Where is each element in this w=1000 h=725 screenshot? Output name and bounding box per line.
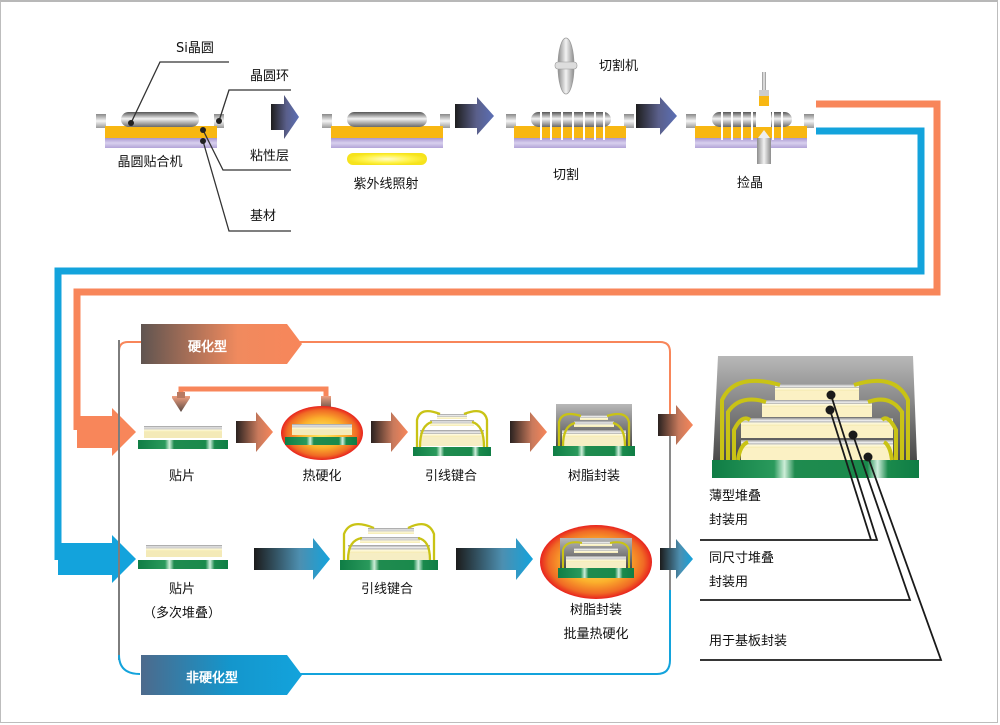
non-curing-step-label: 引线键合 — [360, 582, 414, 597]
non-curing-group-outline — [118, 590, 671, 675]
arrow-right-icon — [236, 412, 273, 452]
arrow-right-icon — [636, 97, 677, 135]
curing-step-label: 热硬化 — [302, 469, 342, 484]
non-curing-type-tag — [141, 655, 302, 695]
curing-step-label: 树脂封装 — [567, 469, 621, 484]
callout-dot — [826, 390, 836, 400]
die-pickup-illustration — [686, 72, 814, 164]
step-label-uv: 紫外线照射 — [353, 177, 419, 192]
wafer-ring-label: 晶圆环 — [250, 69, 290, 84]
curing-type-label: 硬化型 — [188, 340, 228, 355]
callout-dot — [200, 138, 206, 144]
ejector-pin-icon — [757, 138, 771, 164]
package-callout-label: 同尺寸堆叠 — [709, 551, 775, 566]
dicing-saw-label: 切割机 — [599, 59, 639, 74]
package-callout-label: 用于基板封装 — [709, 634, 788, 649]
dicing-illustration — [506, 37, 634, 148]
callout-dot — [825, 405, 835, 415]
curing-type-tag — [141, 324, 302, 364]
arrow-right-icon — [660, 539, 693, 579]
package-callout-label: 薄型堆叠 — [709, 489, 762, 504]
substrate-label: 基材 — [250, 209, 277, 224]
callout-dot — [128, 120, 134, 126]
dicing-blade-icon — [554, 37, 578, 95]
arrow-right-icon — [510, 412, 547, 452]
arrow-right-icon — [455, 97, 494, 135]
adhesive-layer-label: 粘性层 — [250, 149, 290, 164]
arrow-right-icon — [456, 538, 533, 580]
step-label-dicing: 切割 — [552, 168, 580, 183]
curing-route-line — [73, 100, 941, 456]
callout-leaders — [130, 61, 291, 232]
uv-exposure-illustration — [322, 112, 450, 165]
heat-cure-illustration — [281, 406, 363, 460]
non-curing-step-sublabel: 批量热硬化 — [563, 627, 629, 642]
package-callout-label: 封装用 — [709, 513, 749, 528]
uv-lamp-icon — [347, 153, 427, 165]
stacked-package-illustration — [712, 356, 919, 478]
non-curing-step-label: 树脂封装 — [569, 603, 623, 618]
non-curing-step-sublabel: （多次堆叠） — [142, 606, 222, 621]
callout-dot — [200, 127, 206, 133]
package-callout-label: 封装用 — [709, 575, 749, 590]
arrow-right-icon — [658, 405, 693, 445]
curing-step-label: 贴片 — [168, 469, 196, 484]
arrow-right-icon — [254, 538, 330, 580]
callout-dot — [216, 118, 222, 124]
curing-step-label: 引线键合 — [424, 469, 478, 484]
wire-bond-illustration — [413, 409, 491, 456]
resin-mold-illustration — [553, 404, 635, 456]
arrow-right-icon — [271, 95, 299, 139]
wire-bond-illustration-2 — [340, 523, 438, 570]
step-label-pickup: 捡晶 — [736, 176, 764, 191]
pickup-collet-icon — [762, 72, 766, 92]
non-curing-step-label: 贴片 — [168, 582, 196, 597]
callout-dot — [848, 430, 858, 440]
non-curing-type-label: 非硬化型 — [186, 671, 239, 686]
callout-dot — [863, 452, 873, 462]
step-label-wafer-mount: 晶圆贴合机 — [117, 155, 183, 170]
die-attach-illustration — [138, 426, 228, 449]
batch-cure-illustration — [540, 525, 652, 599]
non-curing-route-line — [54, 127, 925, 583]
package-callout-leaders — [700, 394, 943, 661]
si-wafer-label: Si晶圆 — [176, 41, 214, 56]
arrow-right-icon — [371, 412, 408, 452]
stacked-die-attach-illustration — [138, 545, 228, 569]
return-arrow-icon — [172, 386, 331, 412]
